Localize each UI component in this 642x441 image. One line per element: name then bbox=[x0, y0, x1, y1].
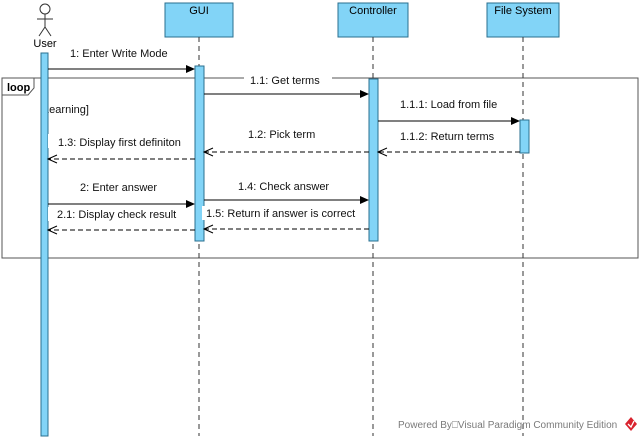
lifeline-gui-head[interactable]: GUI bbox=[164, 2, 234, 38]
message-2-1[interactable]: 2.1: Display check result bbox=[46, 207, 195, 235]
message-1-1-label: 1.1: Get terms bbox=[250, 75, 320, 87]
message-1-5-label: 1.5: Return if answer is correct bbox=[206, 208, 355, 220]
actor-user[interactable]: User bbox=[33, 3, 57, 50]
message-1-2[interactable]: 1.2: Pick term bbox=[202, 129, 369, 157]
message-1-label: 1: Enter Write Mode bbox=[70, 48, 168, 60]
arrowhead-open bbox=[46, 154, 58, 164]
arrowhead-open bbox=[46, 225, 58, 235]
arrowhead-filled bbox=[360, 90, 369, 98]
activation-filesystem[interactable] bbox=[519, 119, 530, 154]
message-1-2-label: 1.2: Pick term bbox=[248, 129, 315, 141]
loop-operator-label: loop bbox=[7, 82, 30, 94]
message-1-4[interactable]: 1.4: Check answer bbox=[204, 181, 369, 204]
arrowhead-filled bbox=[360, 196, 369, 204]
arrowhead-open bbox=[202, 147, 214, 157]
activation-controller[interactable] bbox=[368, 78, 379, 242]
message-2[interactable]: 2: Enter answer bbox=[48, 182, 195, 208]
arrowhead-open bbox=[376, 147, 388, 157]
message-1-5[interactable]: 1.5: Return if answer is correct bbox=[202, 206, 369, 234]
arrowhead-filled bbox=[511, 117, 520, 125]
lifeline-filesystem-label: File System bbox=[494, 5, 551, 17]
message-1-1[interactable]: 1.1: Get terms bbox=[204, 71, 369, 98]
message-1-1-1[interactable]: 1.1.1: Load from file bbox=[378, 99, 520, 125]
watermark-text: Powered By⎕Visual Paradigm Community Edi… bbox=[398, 420, 617, 431]
loop-guard-label: [Learning] bbox=[40, 104, 89, 116]
activation-user[interactable] bbox=[40, 52, 49, 437]
message-1-1-1-label: 1.1.1: Load from file bbox=[400, 99, 497, 111]
loop-fragment: loop [Learning] bbox=[1, 77, 639, 259]
message-1[interactable]: 1: Enter Write Mode bbox=[48, 48, 195, 73]
activation-gui[interactable] bbox=[194, 65, 205, 242]
arrowhead-filled bbox=[186, 65, 195, 73]
loop-operator-tab bbox=[1, 77, 35, 96]
arrowhead-open bbox=[202, 224, 214, 234]
message-1-3[interactable]: 1.3: Display first definiton bbox=[46, 134, 195, 164]
message-2-label: 2: Enter answer bbox=[80, 182, 157, 194]
actor-stick-figure-icon bbox=[37, 3, 53, 37]
message-1-3-label: 1.3: Display first definiton bbox=[58, 137, 181, 149]
actor-user-label: User bbox=[33, 38, 57, 50]
message-1-4-label: 1.4: Check answer bbox=[238, 181, 329, 193]
message-1-1-2-label: 1.1.2: Return terms bbox=[400, 131, 495, 143]
lifeline-controller-label: Controller bbox=[349, 5, 397, 17]
message-1-1-2[interactable]: 1.1.2: Return terms bbox=[376, 131, 520, 157]
watermark: Powered By⎕Visual Paradigm Community Edi… bbox=[398, 417, 637, 431]
lifeline-gui-label: GUI bbox=[189, 5, 209, 17]
message-2-1-label: 2.1: Display check result bbox=[57, 209, 176, 221]
lifeline-filesystem-head[interactable]: File System bbox=[486, 2, 560, 38]
visual-paradigm-logo-icon bbox=[625, 417, 637, 431]
lifeline-controller-head[interactable]: Controller bbox=[337, 2, 409, 38]
arrowhead-filled bbox=[186, 200, 195, 208]
loop-frame bbox=[1, 77, 639, 259]
